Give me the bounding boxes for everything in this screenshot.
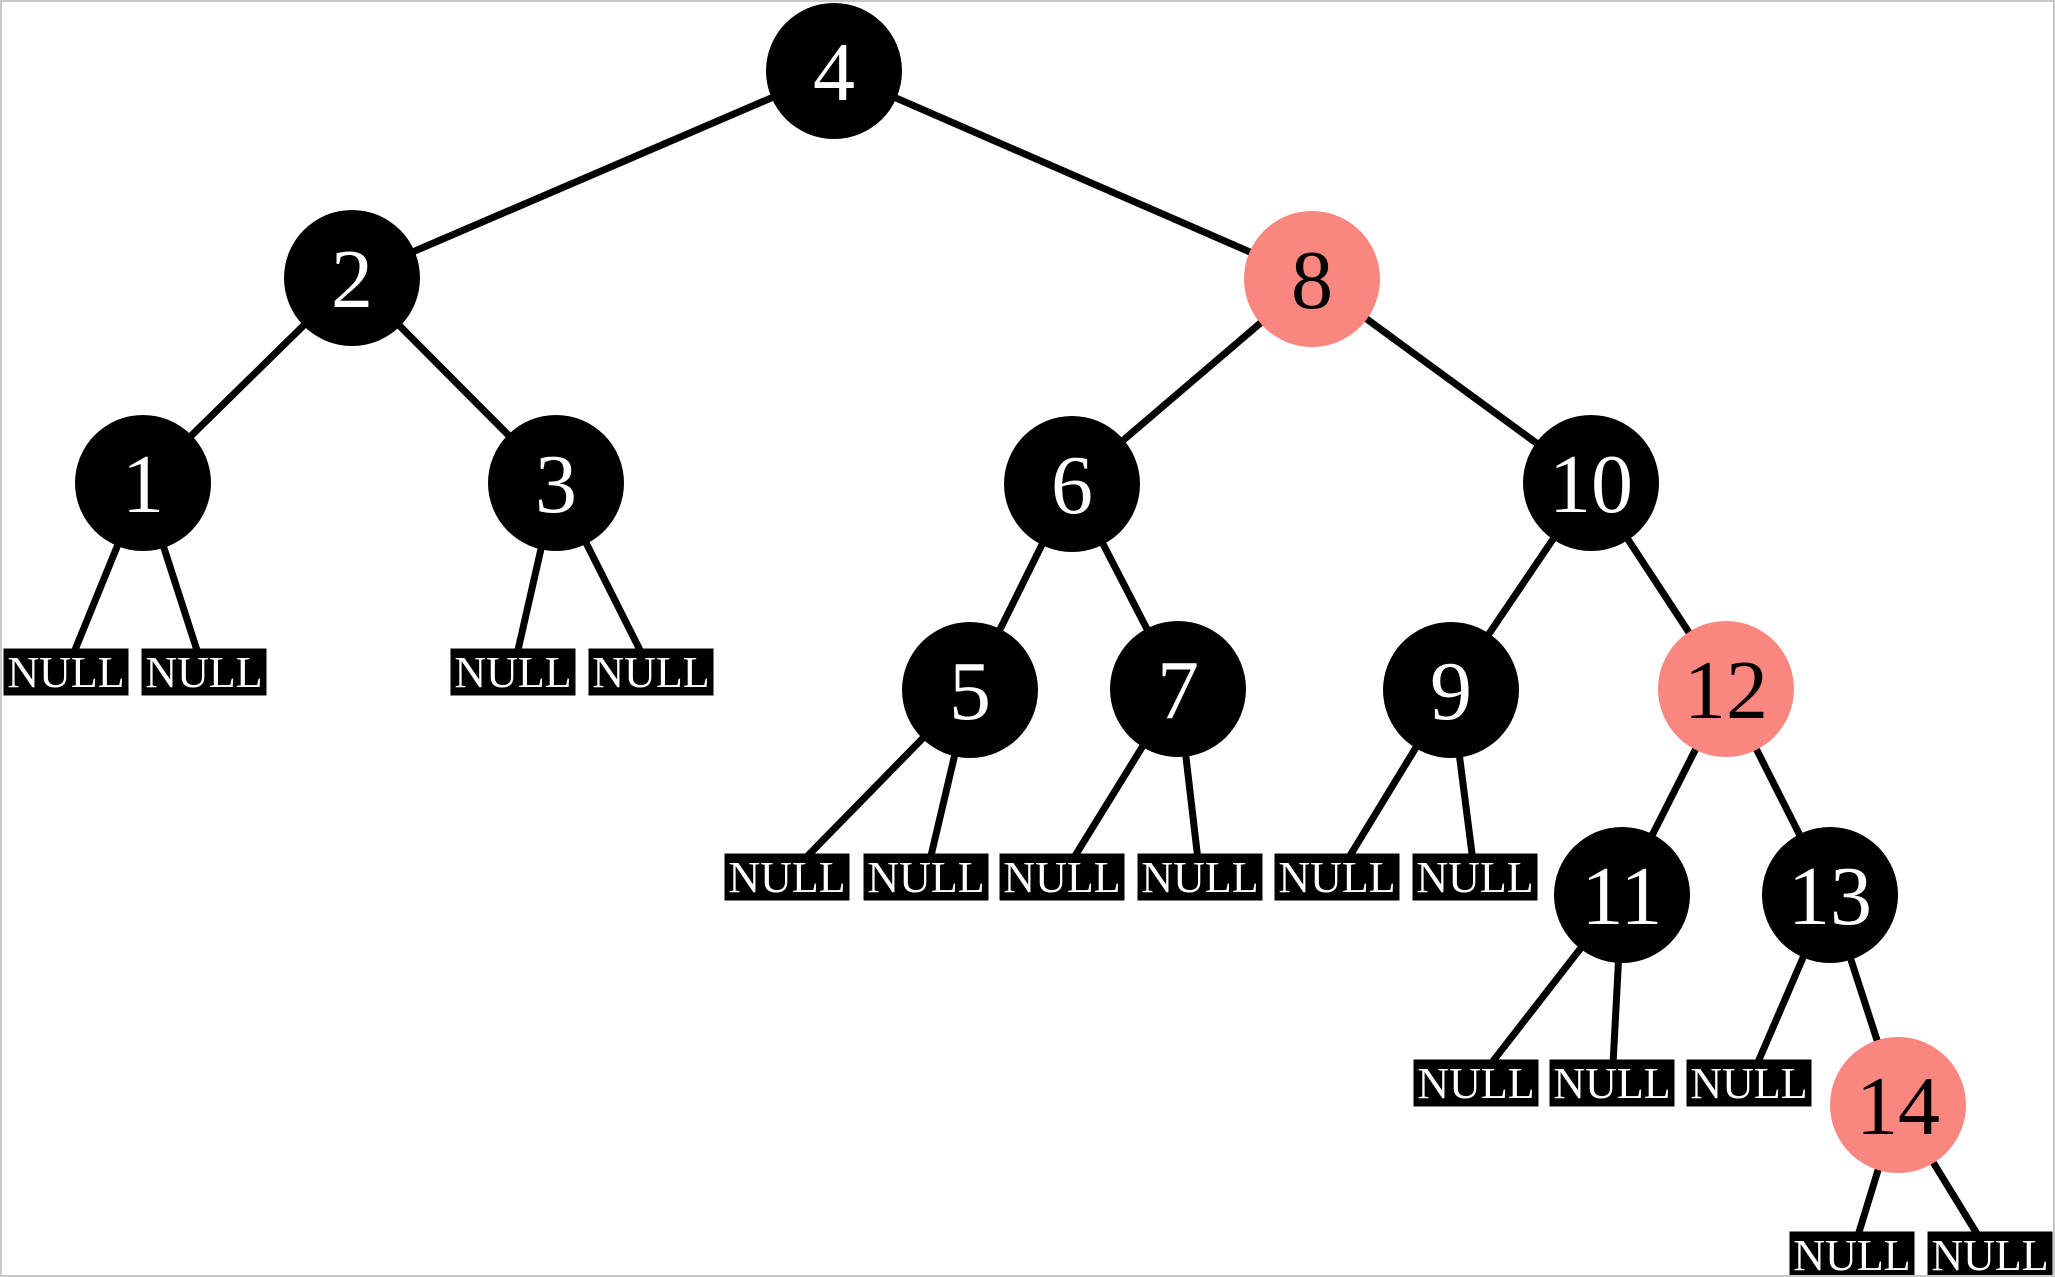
null-box-n14 [1789,1231,1915,1277]
null-label-n2: NULL [145,648,262,697]
node-circle-6 [1004,416,1140,552]
node-circle-7 [1110,621,1246,757]
null-label-n5: NULL [728,853,845,902]
null-label-n4: NULL [592,648,709,697]
null-box-n5 [724,853,850,901]
node-circle-13 [1762,827,1898,963]
tree-node-14: 14 [1830,1037,1966,1173]
node-circle-9 [1383,622,1519,758]
null-label-n12: NULL [1553,1059,1670,1108]
tree-node-13: 13 [1762,827,1898,963]
node-label-2: 2 [331,233,373,326]
null-box-n4 [588,648,714,696]
node-label-13: 13 [1788,850,1872,943]
null-leaf-n8: NULL [1137,853,1263,902]
null-label-n9: NULL [1278,853,1395,902]
null-leaf-n15: NULL [1927,1231,2053,1277]
null-box-n15 [1927,1231,2053,1277]
null-label-n14: NULL [1793,1231,1910,1277]
null-leaf-n14: NULL [1789,1231,1915,1277]
null-box-n11 [1413,1059,1539,1107]
node-label-6: 6 [1051,439,1093,532]
tree-node-8: 8 [1244,211,1380,347]
null-box-n10 [1412,853,1538,901]
null-label-n13: NULL [1690,1059,1807,1108]
node-circle-11 [1554,827,1690,963]
null-box-n9 [1274,853,1400,901]
null-box-n7 [999,853,1125,901]
edge-4-2 [350,67,836,282]
null-box-n12 [1549,1059,1675,1107]
node-label-1: 1 [122,438,164,531]
null-leaf-n2: NULL [141,648,267,697]
node-label-9: 9 [1430,645,1472,738]
tree-node-6: 6 [1004,416,1140,552]
null-label-n15: NULL [1931,1231,2048,1277]
null-label-n3: NULL [454,648,571,697]
tree-node-5: 5 [902,622,1038,758]
null-leaf-n11: NULL [1413,1059,1539,1108]
node-label-14: 14 [1856,1060,1940,1153]
node-label-4: 4 [813,26,855,119]
null-box-n13 [1686,1059,1812,1107]
node-label-7: 7 [1157,644,1199,737]
tree-node-7: 7 [1110,621,1246,757]
null-leaf-n10: NULL [1412,853,1538,902]
null-label-n8: NULL [1141,853,1258,902]
null-box-n2 [141,648,267,696]
node-circle-1 [75,415,211,551]
null-label-n1: NULL [7,648,124,697]
node-label-11: 11 [1582,850,1663,943]
node-label-5: 5 [949,645,991,738]
node-circle-10 [1523,415,1659,551]
node-label-10: 10 [1549,438,1633,531]
tree-node-3: 3 [488,415,624,551]
null-label-n6: NULL [867,853,984,902]
tree-node-4: 4 [766,3,902,139]
null-box-n1 [3,648,129,696]
null-label-n11: NULL [1417,1059,1534,1108]
null-label-n10: NULL [1416,853,1533,902]
node-label-8: 8 [1291,234,1333,327]
null-box-n6 [863,853,989,901]
null-box-n3 [450,648,576,696]
node-label-12: 12 [1684,644,1768,737]
node-circle-14 [1830,1037,1966,1173]
null-label-n7: NULL [1003,853,1120,902]
node-circle-2 [284,210,420,346]
null-leaf-n1: NULL [3,648,129,697]
edge-4-8 [832,67,1314,283]
tree-node-10: 10 [1523,415,1659,551]
null-leaf-n3: NULL [450,648,576,697]
null-box-n8 [1137,853,1263,901]
null-leaf-n6: NULL [863,853,989,902]
node-circle-4 [766,3,902,139]
node-circle-8 [1244,211,1380,347]
null-leaf-n7: NULL [999,853,1125,902]
null-leaf-n9: NULL [1274,853,1400,902]
tree-node-2: 2 [284,210,420,346]
node-label-3: 3 [535,438,577,531]
tree-node-1: 1 [75,415,211,551]
node-circle-12 [1658,621,1794,757]
tree-node-12: 12 [1658,621,1794,757]
tree-node-11: 11 [1554,827,1690,963]
node-circle-3 [488,415,624,551]
null-leaf-n4: NULL [588,648,714,697]
tree-node-9: 9 [1383,622,1519,758]
node-circle-5 [902,622,1038,758]
null-leaf-n5: NULL [724,853,850,902]
null-leaf-n13: NULL [1686,1059,1812,1108]
null-leaf-n12: NULL [1549,1059,1675,1108]
